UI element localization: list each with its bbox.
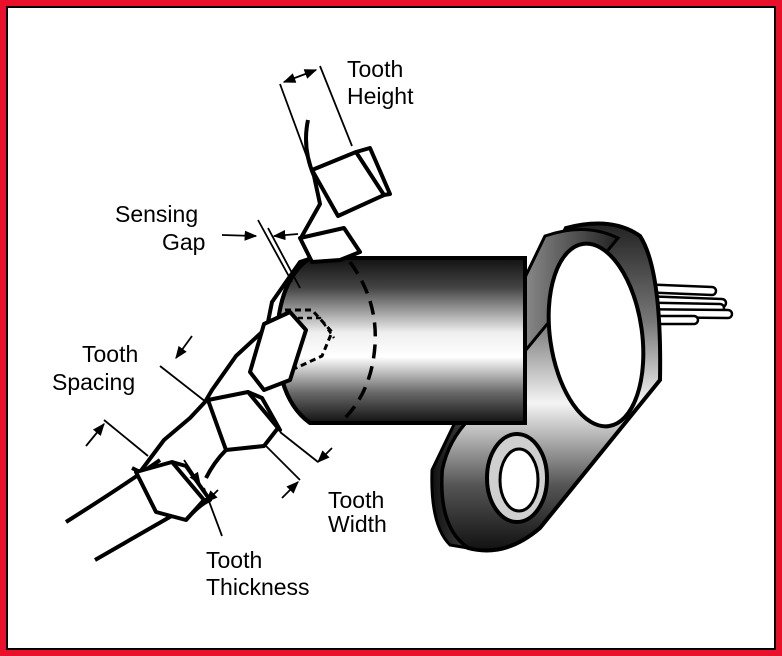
diagram-canvas: Tooth Height Sensing Gap Tooth Spacing T… <box>6 6 776 650</box>
tooth-width-label-line1: Tooth <box>328 487 384 513</box>
sensing-gap-label-line1: Sensing <box>115 201 198 227</box>
tooth-spacing-ext-2 <box>103 419 149 457</box>
gear-tooth-mid <box>248 310 308 392</box>
sensing-gap-arrow-2 <box>272 230 299 241</box>
tooth-thickness-arrow-2 <box>205 489 219 503</box>
tooth-width-arrow-2 <box>281 481 299 499</box>
gear-wheel <box>64 119 392 562</box>
tooth-thickness-label-line2: Thickness <box>206 574 310 600</box>
tooth-height-ext-1 <box>279 83 309 161</box>
tooth-thickness-label-line1: Tooth <box>206 547 262 573</box>
dimension-lines <box>85 65 353 537</box>
sensing-gap-ext-1 <box>257 219 293 283</box>
tooth-height-arrow <box>282 69 318 83</box>
tooth-height-ext-2 <box>319 65 353 147</box>
tooth-width-label-line2: Width <box>328 511 387 537</box>
sensing-gap-arrow-1 <box>221 230 258 241</box>
sensor-cylinder <box>274 256 527 425</box>
labels: Tooth Height Sensing Gap Tooth Spacing T… <box>52 56 414 600</box>
tooth-width-ext-2 <box>279 431 319 463</box>
gear-tooth-top <box>310 146 392 218</box>
tooth-width-arrow-1 <box>317 447 333 463</box>
gear-tooth-bottom <box>134 460 212 522</box>
tooth-spacing-label-line2: Spacing <box>52 369 135 395</box>
sensor-diagram: Tooth Height Sensing Gap Tooth Spacing T… <box>52 56 734 600</box>
sensing-gap-ext-2 <box>267 227 301 289</box>
tooth-spacing-ext-1 <box>159 365 207 403</box>
gear-tooth-lower <box>206 390 282 452</box>
tooth-height-label-line1: Tooth <box>347 56 403 82</box>
tooth-width-ext-1 <box>265 445 301 481</box>
tooth-spacing-arrow-2 <box>85 423 105 447</box>
sensor-body <box>274 221 734 553</box>
gear-tooth-gap <box>298 226 362 264</box>
tooth-spacing-arrow-1 <box>175 335 193 360</box>
tooth-thickness-arrow-1 <box>183 459 201 486</box>
tooth-spacing-label-line1: Tooth <box>82 341 138 367</box>
sensing-gap-label-line2: Gap <box>162 229 205 255</box>
tooth-height-label-line2: Height <box>347 83 414 109</box>
